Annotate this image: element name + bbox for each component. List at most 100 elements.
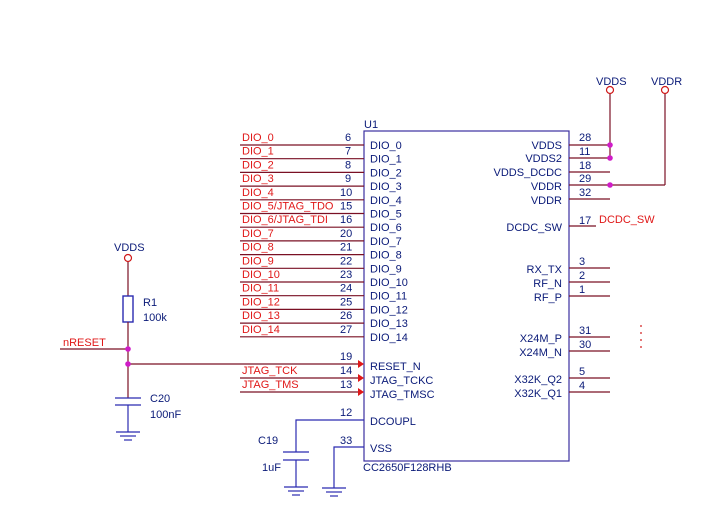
pin-name: DIO_10 <box>370 277 408 289</box>
net-label: nRESET <box>63 337 106 349</box>
pin-number: 19 <box>340 351 352 363</box>
left-pin-group: DIO_0 6 DIO_0 DIO_1 7 DIO_1 DIO_2 8 DIO_… <box>240 132 408 344</box>
net-label: DIO_10 <box>242 269 280 281</box>
reset-circuit: VDDS R1 100k nRESET C20 100nF <box>60 242 181 432</box>
junction-dot <box>607 142 613 148</box>
junction-dot <box>125 361 131 367</box>
pin-number: 29 <box>579 173 591 185</box>
pin-number: 28 <box>579 132 591 144</box>
pin-number: 10 <box>340 187 352 199</box>
power-port-icon <box>605 85 615 95</box>
power-port-icon <box>123 253 133 263</box>
pin-number: 18 <box>579 160 591 172</box>
pin-number: 9 <box>345 173 351 185</box>
pin-name: DIO_2 <box>370 167 402 179</box>
pin-number: 22 <box>340 255 352 267</box>
component-ref: C19 <box>258 435 278 447</box>
component-ref: R1 <box>143 297 157 309</box>
pin-name: DCOUPL <box>370 416 416 428</box>
pin-number: 5 <box>579 366 585 378</box>
pin-name: RX_TX <box>527 264 563 276</box>
pin-number: 33 <box>340 435 352 447</box>
component-ref: C20 <box>150 393 170 405</box>
net-label: DCDC_SW <box>599 214 655 226</box>
net-label: DIO_7 <box>242 228 274 240</box>
pin-number: 12 <box>340 407 352 419</box>
pin-number: 13 <box>340 379 352 391</box>
ground-symbol-icon <box>322 487 346 497</box>
ground-symbol-icon <box>284 486 308 496</box>
pin-name: DIO_14 <box>370 332 408 344</box>
pin-number: 16 <box>340 214 352 226</box>
pin-name: RF_P <box>534 292 562 304</box>
net-label: DIO_2 <box>242 159 274 171</box>
pin-number: 25 <box>340 296 352 308</box>
pin-name: DIO_12 <box>370 304 408 316</box>
pin-number: 1 <box>579 284 585 296</box>
pin-name: VDDS2 <box>525 153 562 165</box>
net-label: DIO_13 <box>242 310 280 322</box>
pin-name: DIO_13 <box>370 318 408 330</box>
pin-number: 7 <box>345 146 351 158</box>
right-pin-group: 28 VDDS 11 VDDS2 18 VDDS_DCDC 29 VDDR 32… <box>494 132 665 400</box>
input-arrow-icon <box>358 374 364 382</box>
pin-number: 6 <box>345 132 351 144</box>
net-label: JTAG_TCK <box>242 365 298 377</box>
pin-number: 24 <box>340 283 352 295</box>
pin-number: 17 <box>579 215 591 227</box>
pin-name: VDDS <box>531 140 562 152</box>
pin-name: DIO_11 <box>370 291 407 303</box>
pin-name: JTAG_TCKC <box>370 375 433 387</box>
pin-number: 11 <box>579 146 590 158</box>
pin-number: 15 <box>340 201 352 213</box>
pin-name: JTAG_TMSC <box>370 389 435 401</box>
power-port-label: VDDS <box>596 76 627 88</box>
pin-number: 30 <box>579 339 591 351</box>
pin-name: DCDC_SW <box>506 222 562 234</box>
capacitor-c19: C19 1uF <box>258 435 309 487</box>
net-label: DIO_8 <box>242 242 274 254</box>
input-arrow-icon <box>358 388 364 396</box>
ic-body <box>363 130 570 462</box>
net-label: DIO_6/JTAG_TDI <box>242 214 328 226</box>
pin-name: DIO_5 <box>370 209 402 221</box>
supply-rails: VDDS VDDR <box>596 76 682 188</box>
pin-name: VDDR <box>531 195 562 207</box>
pin-name: DIO_6 <box>370 222 402 234</box>
net-label: DIO_0 <box>242 132 274 144</box>
net-label: DIO_11 <box>242 283 279 295</box>
pin-number: 3 <box>579 256 585 268</box>
junction-dot <box>125 346 131 352</box>
component-value: 100k <box>143 312 167 324</box>
net-label: DIO_5/JTAG_TDO <box>242 201 334 213</box>
resistor-r1 <box>122 295 134 323</box>
net-label: JTAG_TMS <box>242 379 299 391</box>
pin-name: DIO_9 <box>370 263 402 275</box>
pin-name: DIO_0 <box>370 140 402 152</box>
pin-number: 26 <box>340 310 352 322</box>
power-port-label: VDDR <box>651 76 682 88</box>
junction-dot <box>607 182 613 188</box>
pin-name: RESET_N <box>370 361 421 373</box>
pin-name: VDDR <box>531 181 562 193</box>
net-label: DIO_1 <box>242 146 274 158</box>
pin-number: 8 <box>345 159 351 171</box>
vss-wire <box>333 446 364 488</box>
pin-name: DIO_4 <box>370 195 402 207</box>
pin-number: 31 <box>579 325 591 337</box>
pin-number: 20 <box>340 228 352 240</box>
pin-name: DIO_8 <box>370 250 402 262</box>
net-label: DIO_14 <box>242 324 280 336</box>
pin-number: 2 <box>579 270 585 282</box>
pin-name: DIO_7 <box>370 236 402 248</box>
component-value: 100nF <box>150 409 181 421</box>
pin-number: 4 <box>579 380 585 392</box>
pin-name: DIO_3 <box>370 181 402 193</box>
pin-name: RF_N <box>533 278 562 290</box>
pin-number: 21 <box>340 242 352 254</box>
pin-name: DIO_1 <box>370 154 402 166</box>
net-label: DIO_12 <box>242 296 280 308</box>
input-arrow-icon <box>358 360 364 368</box>
pin-number: 14 <box>340 365 352 377</box>
